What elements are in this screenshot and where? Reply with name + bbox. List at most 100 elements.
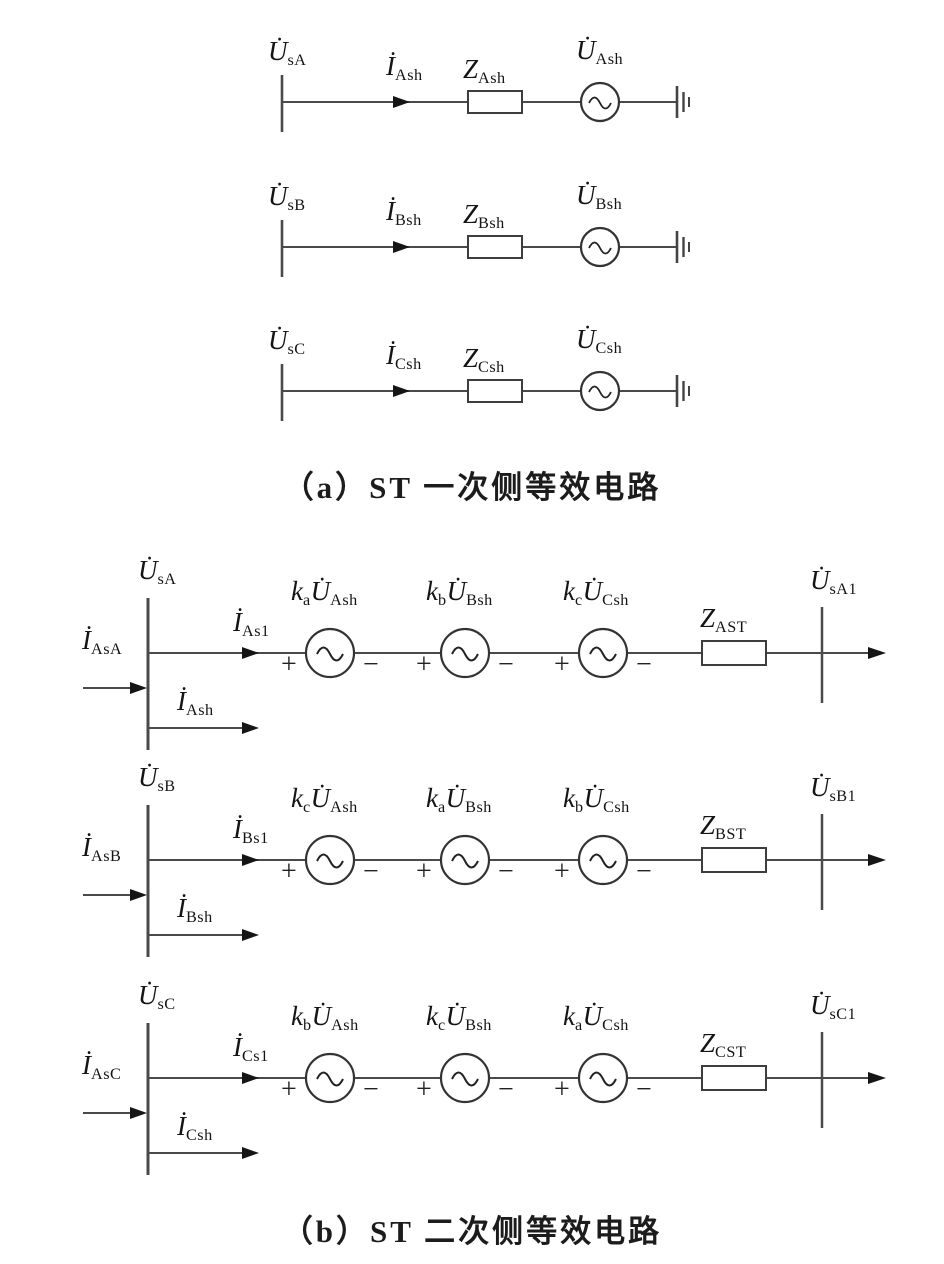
- b-rowA-source3-label: kcU̇Csh: [563, 576, 629, 610]
- b-rowB-impedance-label: ZBST: [700, 810, 747, 844]
- in-arrowhead-icon: [130, 889, 147, 901]
- current-arrowhead-icon: [393, 385, 410, 397]
- plus-sign: +: [416, 1074, 432, 1105]
- minus-sign: −: [636, 856, 652, 887]
- b-rowA-source1-label: kaU̇Ash: [291, 576, 358, 610]
- ground-icon: [675, 86, 690, 118]
- a-rowB-bus-voltage-label: U̇sB: [268, 181, 306, 215]
- b-rowB-in-current-label: İAsB: [82, 832, 122, 866]
- a-rowA-current-label: İAsh: [386, 51, 423, 85]
- b-rowB-source2-label: kaU̇Bsh: [426, 783, 492, 817]
- minus-sign: −: [636, 1074, 652, 1105]
- a-rowC-impedance-label: ZCsh: [463, 343, 505, 377]
- b-rowA-source2-label: kbU̇Bsh: [426, 576, 493, 610]
- b-rowB-bus-voltage-label: U̇sB: [138, 762, 176, 796]
- minus-sign: −: [498, 1074, 514, 1105]
- minus-sign: −: [363, 649, 379, 680]
- circuit-b-row-B: [83, 805, 886, 957]
- a-rowA-source-voltage-label: U̇Ash: [576, 35, 624, 69]
- plus-sign: +: [281, 1074, 297, 1105]
- circuit-b-row-C: [83, 1023, 886, 1175]
- in-arrowhead-icon: [130, 1107, 147, 1119]
- ground-icon: [675, 375, 690, 407]
- current-arrowhead-icon: [393, 241, 410, 253]
- circuit-b: [83, 598, 886, 1175]
- plus-sign: +: [281, 856, 297, 887]
- b-rowC-source3-label: kaU̇Csh: [563, 1001, 629, 1035]
- sine-icon: [451, 1071, 479, 1087]
- sine-icon: [589, 646, 617, 662]
- b-rowB-out-bus-voltage-label: U̇sB1: [810, 772, 857, 806]
- a-rowC-current-label: İCsh: [386, 340, 422, 374]
- sine-icon: [451, 853, 479, 869]
- b-rowB-source3-label: kbU̇Csh: [563, 783, 630, 817]
- a-rowB-impedance-label: ZBsh: [463, 199, 505, 233]
- circuit-a-row-B: [280, 220, 690, 277]
- b-rowC-in-current-label: İAsC: [82, 1050, 122, 1084]
- sine-icon: [451, 646, 479, 662]
- circuit-a-row-C: [280, 364, 690, 421]
- shunt-arrowhead-icon: [242, 929, 259, 941]
- sine-icon: [316, 646, 344, 662]
- plus-sign: +: [416, 649, 432, 680]
- sine-icon: [588, 241, 612, 255]
- plus-sign: +: [554, 1074, 570, 1105]
- in-arrowhead-icon: [130, 682, 147, 694]
- minus-sign: −: [363, 1074, 379, 1105]
- current-arrowhead-icon: [393, 96, 410, 108]
- b-rowC-source1-label: kbU̇Ash: [291, 1001, 359, 1035]
- b-rowB-series-current-label: İBs1: [233, 814, 269, 848]
- b-rowA-series-current-label: İAs1: [233, 607, 270, 641]
- plus-sign: +: [554, 856, 570, 887]
- impedance-box: [467, 90, 523, 114]
- sine-icon: [589, 1071, 617, 1087]
- series-arrowhead-icon: [242, 1072, 259, 1084]
- sine-icon: [588, 96, 612, 110]
- sine-icon: [589, 853, 617, 869]
- a-rowB-current-label: İBsh: [386, 196, 422, 230]
- circuit-a: [280, 75, 690, 421]
- minus-sign: −: [498, 856, 514, 887]
- circuit-b-row-A: [83, 598, 886, 750]
- b-rowA-shunt-current-label: İAsh: [177, 686, 214, 720]
- b-rowA-in-current-label: İAsA: [82, 625, 123, 659]
- b-rowB-source1-label: kcU̇Ash: [291, 783, 358, 817]
- plus-sign: +: [416, 856, 432, 887]
- impedance-box: [701, 847, 767, 873]
- shunt-arrowhead-icon: [242, 1147, 259, 1159]
- minus-sign: −: [636, 649, 652, 680]
- circuit-a-row-A: [280, 75, 690, 132]
- b-rowA-out-bus-voltage-label: U̇sA1: [810, 565, 858, 599]
- ground-icon: [675, 231, 690, 263]
- out-arrowhead-icon: [868, 1072, 886, 1084]
- plus-sign: +: [554, 649, 570, 680]
- minus-sign: −: [498, 649, 514, 680]
- b-rowC-shunt-current-label: İCsh: [177, 1111, 213, 1145]
- a-rowC-source-voltage-label: U̇Csh: [576, 324, 623, 358]
- impedance-box: [467, 235, 523, 259]
- b-rowA-bus-voltage-label: U̇sA: [138, 555, 177, 589]
- sine-icon: [316, 1071, 344, 1087]
- impedance-box: [701, 640, 767, 666]
- impedance-box: [701, 1065, 767, 1091]
- a-rowA-bus-voltage-label: U̇sA: [268, 36, 307, 70]
- minus-sign: −: [363, 856, 379, 887]
- caption-b: （b）ST 二次侧等效电路: [281, 1214, 663, 1249]
- sine-icon: [588, 385, 612, 399]
- plus-sign: +: [281, 649, 297, 680]
- sine-icon: [316, 853, 344, 869]
- a-rowC-bus-voltage-label: U̇sC: [268, 325, 306, 359]
- b-rowC-bus-voltage-label: U̇sC: [138, 980, 176, 1014]
- out-arrowhead-icon: [868, 647, 886, 659]
- b-rowC-out-bus-voltage-label: U̇sC1: [810, 990, 857, 1024]
- b-rowC-impedance-label: ZCST: [700, 1028, 747, 1062]
- series-arrowhead-icon: [242, 647, 259, 659]
- b-rowC-source2-label: kcU̇Bsh: [426, 1001, 492, 1035]
- shunt-arrowhead-icon: [242, 722, 259, 734]
- impedance-box: [467, 379, 523, 403]
- series-arrowhead-icon: [242, 854, 259, 866]
- out-arrowhead-icon: [868, 854, 886, 866]
- caption-a: （a）ST 一次侧等效电路: [282, 470, 662, 505]
